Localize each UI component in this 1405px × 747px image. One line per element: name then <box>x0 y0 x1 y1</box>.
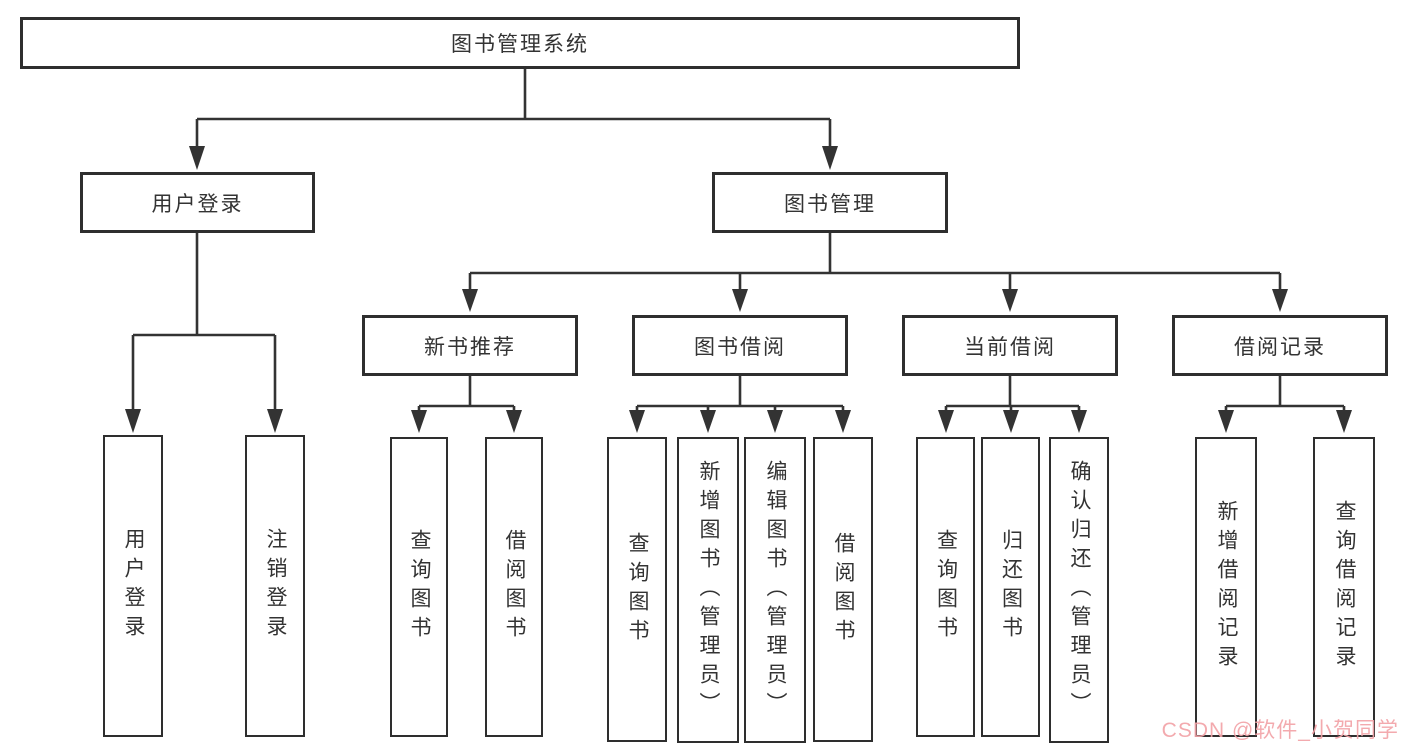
connector-records-to-leaves <box>1218 375 1352 433</box>
leaf-cb-confirm-return-admin: 确认归还（管理员） <box>1049 437 1109 743</box>
node-new-book-recommend: 新书推荐 <box>362 315 578 376</box>
leaf-cb-return-books: 归还图书 <box>981 437 1040 737</box>
leaf-nb-query-books: 查询图书 <box>390 437 448 737</box>
connector-book-borrow-to-leaves <box>629 375 851 433</box>
watermark: CSDN @软件_小贺同学 <box>1161 719 1399 742</box>
leaf-bb-borrow-books: 借阅图书 <box>813 437 873 742</box>
connector-current-borrow-to-leaves <box>938 375 1087 433</box>
node-book-borrow: 图书借阅 <box>632 315 848 376</box>
node-book-management: 图书管理 <box>712 172 948 233</box>
leaf-br-query-record: 查询借阅记录 <box>1313 437 1375 737</box>
node-user-login: 用户登录 <box>80 172 315 233</box>
leaf-bb-add-books-admin: 新增图书（管理员） <box>677 437 739 743</box>
leaf-nb-borrow-books: 借阅图书 <box>485 437 543 737</box>
leaf-br-add-record: 新增借阅记录 <box>1195 437 1257 737</box>
leaf-logout-login: 注销登录 <box>245 435 305 737</box>
connector-book-mgmt-to-level3 <box>462 232 1288 312</box>
node-library-management-system: 图书管理系统 <box>20 17 1020 69</box>
leaf-bb-edit-books-admin: 编辑图书（管理员） <box>744 437 806 743</box>
node-borrow-records: 借阅记录 <box>1172 315 1388 376</box>
node-current-borrow: 当前借阅 <box>902 315 1118 376</box>
leaf-user-login: 用户登录 <box>103 435 163 737</box>
connector-new-book-to-leaves <box>411 375 522 433</box>
leaf-cb-query-books: 查询图书 <box>916 437 975 737</box>
leaf-bb-query-books: 查询图书 <box>607 437 667 742</box>
connector-root-to-level2 <box>189 67 838 170</box>
connector-user-login-to-leaves <box>125 232 283 433</box>
